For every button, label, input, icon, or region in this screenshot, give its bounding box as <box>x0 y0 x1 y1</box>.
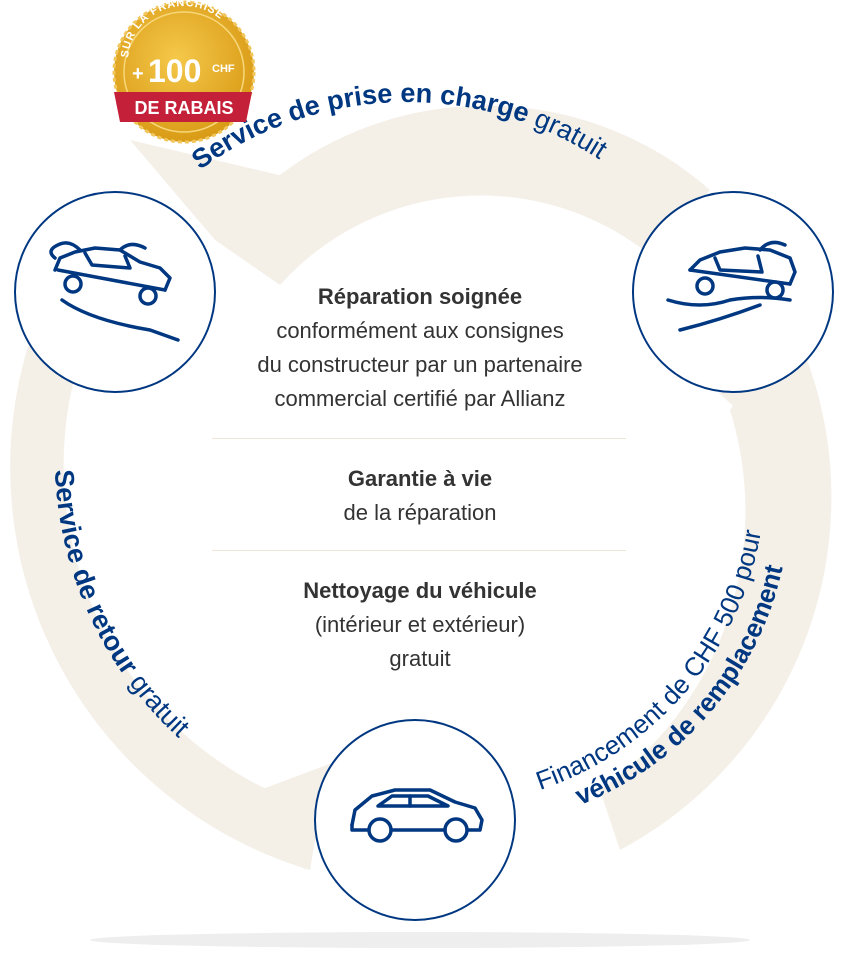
badge-plus: + <box>132 63 144 85</box>
cleaning-title: Nettoyage du véhicule <box>303 578 537 603</box>
ring-arc-right <box>600 320 832 850</box>
badge-ribbon-label: DE RABAIS <box>134 98 233 118</box>
badge-ribbon <box>114 92 252 122</box>
repair-line-2: du constructeur par un partenaire <box>257 352 583 377</box>
ring-arc-top <box>215 105 710 285</box>
hand-receiving-car-icon <box>666 240 797 332</box>
icon-circle-left <box>14 191 216 393</box>
ground-shadow <box>90 932 750 948</box>
badge-amount: 100 <box>148 53 201 89</box>
warranty-line-1: de la réparation <box>343 500 497 525</box>
center-block-cleaning: Nettoyage du véhicule (intérieur et exté… <box>200 574 640 676</box>
icon-circle-right <box>632 191 834 393</box>
center-block-warranty: Garantie à vie de la réparation <box>200 462 640 530</box>
badge-currency: CHF <box>212 63 235 75</box>
divider-1 <box>212 438 626 439</box>
cleaning-line-2: gratuit <box>389 646 451 671</box>
car-icon <box>350 788 484 843</box>
ring-arrow-top <box>130 140 300 240</box>
repair-line-3: commercial certifié par Allianz <box>274 386 566 411</box>
repair-title: Réparation soignée <box>317 284 523 309</box>
warranty-title: Garantie à vie <box>347 466 493 491</box>
discount-badge: SUR LA FRANCHISE + 100 CHF DE RABAIS <box>112 0 256 144</box>
repair-line-1: conformément aux consignes <box>276 318 564 343</box>
hand-giving-car-icon <box>49 241 180 342</box>
divider-2 <box>212 550 626 551</box>
icon-circle-bottom <box>314 719 516 921</box>
center-block-repair: Réparation soignée conformément aux cons… <box>200 280 640 416</box>
cleaning-line-1: (intérieur et extérieur) <box>314 612 526 637</box>
cycle-ring <box>10 105 832 870</box>
